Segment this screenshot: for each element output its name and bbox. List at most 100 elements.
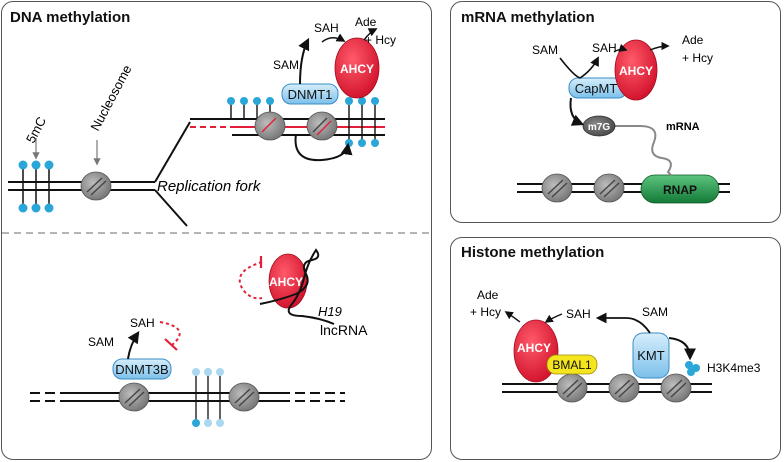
nucleosome-lower-2 (228, 382, 260, 412)
h19-lncrna-strand (259, 248, 335, 325)
dnmt3b-enzyme: DNMT3B (112, 358, 172, 380)
methyl-dot (253, 97, 261, 105)
nucleosome-mrna-2 (593, 173, 625, 203)
methyl-dot (345, 139, 353, 147)
label-ahcy-h19: AHCY (269, 275, 303, 289)
label-sah: SAH (314, 21, 339, 35)
lower-dna-duplex (30, 392, 345, 402)
label-h19: H19 (318, 304, 342, 319)
nucleosome-daughter-2 (306, 111, 338, 141)
methyl-dot (31, 160, 41, 170)
label-replication-fork: Replication fork (157, 178, 262, 195)
label-ade-mrna: Ade (682, 33, 704, 47)
label-lncrna: lncRNA (320, 322, 368, 338)
methyl-marks-daughter (227, 97, 379, 147)
nucleosome-daughter-1 (254, 111, 286, 141)
methyl-dot (216, 419, 224, 427)
inhibition-ahcy-on-sah (159, 321, 181, 346)
dna-panel-title: DNA methylation (10, 9, 131, 26)
ahcy-enzyme-mrna: AHCY (614, 39, 658, 101)
label-kmt: KMT (637, 348, 665, 363)
fork-lower-arm (154, 189, 188, 227)
mrna-transcript (614, 125, 673, 177)
daughter-dna-duplex (190, 118, 385, 136)
arrow-ahcy-to-ade-histone (504, 311, 521, 323)
methyl-dot (204, 419, 212, 427)
methyl-marks-lower (192, 368, 224, 427)
arrow-sah-to-ahcy-mrna (613, 43, 628, 53)
arrow-sah-to-ahcy-histone (544, 313, 563, 323)
methyl-dot (192, 419, 200, 427)
inhibition-bar-lower (164, 338, 178, 351)
arrow-sam-to-sah (298, 37, 310, 85)
arrow-sam-to-sah-histone (595, 312, 651, 334)
nucleosome-parent (80, 171, 112, 201)
label-ade-histone: Ade (477, 288, 499, 302)
label-sah-mrna: SAH (592, 41, 617, 55)
label-sam: SAM (273, 58, 299, 72)
label-m7g: m7G (588, 122, 610, 133)
methyl-dot (44, 160, 54, 170)
dnmt1-enzyme: DNMT1 (281, 83, 339, 105)
methyl-dot (345, 97, 353, 105)
nucleosome-lower-1 (118, 382, 150, 412)
label-hcy-mrna: + Hcy (682, 51, 713, 65)
bmal1-protein: BMAL1 (546, 354, 598, 375)
fork-upper-arm (154, 121, 191, 183)
inhibition-h19-on-ahcy (238, 261, 263, 300)
methyl-dot (44, 203, 54, 213)
methyl-dot (227, 97, 235, 105)
methyl-dot (18, 160, 28, 170)
label-sam-mrna: SAM (532, 43, 558, 57)
methyl-dot (358, 139, 366, 147)
rnap-enzyme: RNAP (640, 174, 720, 204)
arrow-sam-to-sah-mrna (559, 56, 599, 79)
label-dnmt1: DNMT1 (288, 87, 333, 102)
label-ade: Ade (355, 15, 377, 29)
label-sah-lower: SAH (130, 316, 155, 330)
h3k4me3-mark (685, 361, 700, 376)
label-ahcy: AHCY (340, 62, 374, 76)
ahcy-enzyme-dna: AHCY (334, 37, 380, 99)
methyl-dot (266, 97, 274, 105)
arrow-capmt-to-m7g (569, 97, 585, 126)
arrow-sam-to-sah-lower (127, 331, 140, 360)
arrow-sah-to-ahcy (321, 33, 346, 43)
label-capmt: CapMT (575, 81, 618, 96)
label-nucleosome: Nucleosome (87, 62, 134, 133)
methyl-marks-parent (18, 160, 54, 213)
label-ahcy-histone: AHCY (517, 341, 551, 355)
arrow-ahcy-to-ade-mrna (649, 41, 670, 51)
nucleosome-histone-1 (556, 373, 588, 403)
capmt-enzyme: CapMT (568, 77, 628, 99)
label-sah-histone: SAH (566, 307, 591, 321)
arrow-ahcy-to-ade (363, 28, 378, 41)
arrow-kmt-to-h3k4me3 (668, 337, 696, 361)
methyl-dot (358, 97, 366, 105)
label-bmal1: BMAL1 (552, 358, 592, 372)
label-ahcy-mrna: AHCY (619, 64, 653, 78)
methyl-dot (371, 97, 379, 105)
label-mrna: mRNA (666, 121, 700, 133)
label-hcy-histone: + Hcy (470, 305, 501, 319)
methyl-dot (216, 368, 224, 376)
methyl-dot (18, 203, 28, 213)
arrow-dnmt1-loop (294, 133, 353, 162)
kmt-enzyme: KMT (632, 332, 670, 379)
m7g-cap: m7G (582, 115, 616, 137)
label-h3k4me3: H3K4me3 (707, 361, 761, 375)
label-sam-lower: SAM (88, 335, 114, 349)
label-sam-histone: SAM (642, 305, 668, 319)
nucleosome-mrna-1 (541, 173, 573, 203)
methyl-dot (204, 368, 212, 376)
label-hcy: + Hcy (365, 33, 396, 47)
mrna-panel-title: mRNA methylation (461, 9, 595, 26)
methyl-dot (371, 139, 379, 147)
label-rnap: RNAP (663, 183, 697, 197)
nucleosome-histone-2 (608, 373, 640, 403)
label-dnmt3b: DNMT3B (115, 362, 168, 377)
histone-panel-title: Histone methylation (461, 244, 605, 261)
methyl-dot (31, 203, 41, 213)
methyl-dot (240, 97, 248, 105)
